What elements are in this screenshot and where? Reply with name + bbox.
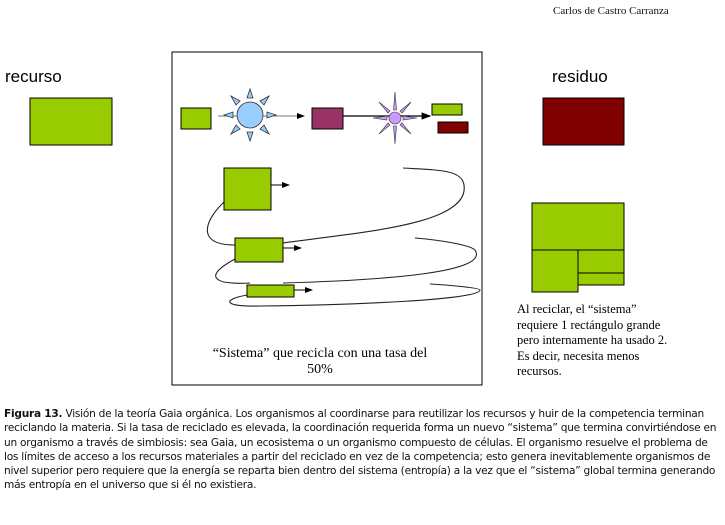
note-line: requiere 1 rectángulo grande <box>517 317 661 332</box>
organism-block-3 <box>246 284 295 298</box>
figure-caption-text: Visión de la teoría Gaia orgánica. Los o… <box>4 408 717 492</box>
composite-rectangle <box>531 202 625 293</box>
note-line: Es decir, necesita menos <box>517 348 640 363</box>
output-waste-block <box>437 121 469 134</box>
input-label: recurso <box>5 67 62 86</box>
output-resource-block <box>431 103 463 116</box>
recycling-note: Al reciclar, el “sistema” requiere 1 rec… <box>517 302 717 380</box>
figure-caption: Figura 13. Visión de la teoría Gaia orgá… <box>4 407 719 493</box>
recycling-loop <box>206 167 481 307</box>
note-line: Al reciclar, el “sistema” <box>517 302 637 316</box>
figure-label: Figura 13. <box>4 408 63 420</box>
output-label: residuo <box>552 67 608 86</box>
page-header-author: Carlos de Castro Carranza <box>553 5 669 17</box>
note-line: recursos. <box>517 364 562 378</box>
input-block <box>180 107 212 130</box>
organism-block-1 <box>223 167 272 211</box>
note-line: pero internamente ha usado 2. <box>517 333 668 347</box>
sun-icon <box>222 87 278 143</box>
system-caption: “Sistema” que recicla con una tasa del 5… <box>212 346 428 377</box>
intermediate-block <box>311 107 344 130</box>
system-frame <box>171 51 483 386</box>
waste-box <box>542 97 625 146</box>
star-icon <box>372 91 418 145</box>
resource-box <box>29 97 113 146</box>
organism-block-2 <box>234 237 284 263</box>
